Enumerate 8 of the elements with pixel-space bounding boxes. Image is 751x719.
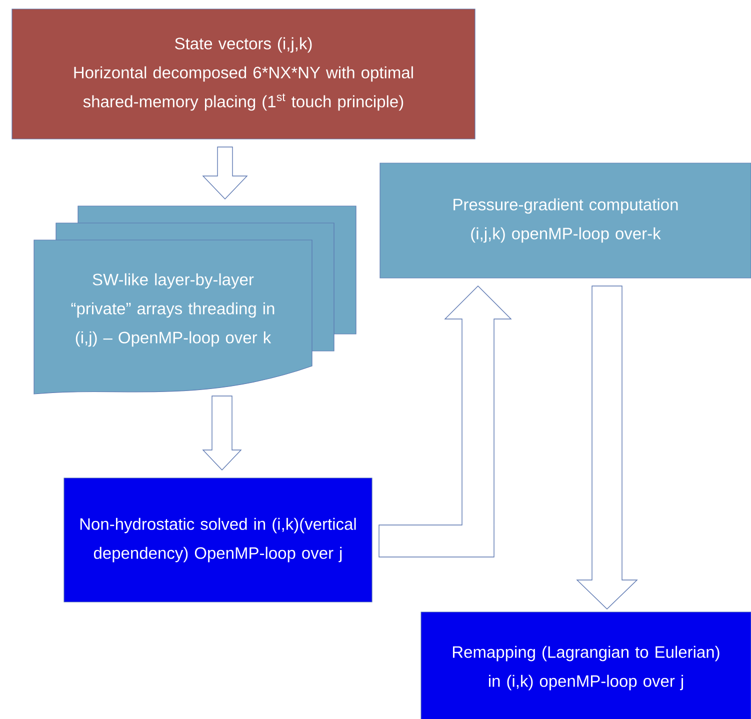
process-box: Pressure-gradient computation (i,j,k) openMP-loop over-k [380, 162, 751, 278]
block-arrow [576, 286, 638, 610]
block-arrow [202, 146, 248, 200]
process-box: State vectors (i,j,k) Horizontal decomposed 6*NX*NY with optimal shared-memory placing (1$^{st}$ touch principle) [12, 8, 476, 140]
block-arrow [202, 396, 242, 471]
block-arrow [378, 286, 512, 558]
process-box: Non-hydrostatic solved in (i,k)(vertical dependency) OpenMP-loop over j [64, 478, 372, 602]
process-box: Remapping (Lagrangian to Eulerian) in (i,k) openMP-loop over j [420, 612, 751, 719]
